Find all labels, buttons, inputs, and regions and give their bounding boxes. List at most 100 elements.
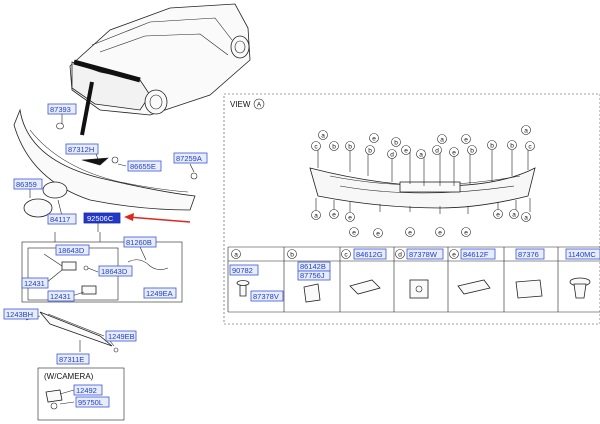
svg-text:12431: 12431 bbox=[24, 279, 45, 288]
svg-text:b: b bbox=[510, 143, 514, 150]
highlight-arrow bbox=[124, 213, 191, 223]
svg-text:e: e bbox=[452, 150, 456, 157]
svg-text:1249EB: 1249EB bbox=[108, 332, 135, 341]
svg-text:b: b bbox=[470, 148, 474, 155]
svg-text:e: e bbox=[464, 137, 468, 144]
svg-text:87259A: 87259A bbox=[176, 154, 202, 163]
callout-87311E[interactable]: 87311E bbox=[56, 353, 90, 365]
svg-text:e: e bbox=[496, 212, 500, 219]
svg-text:e: e bbox=[348, 215, 352, 222]
header-87376[interactable]: 87376 bbox=[515, 248, 545, 260]
svg-text:90782: 90782 bbox=[232, 266, 253, 275]
svg-text:e: e bbox=[452, 252, 456, 259]
callout-12431-lower[interactable]: 12431 bbox=[47, 290, 75, 302]
svg-text:b: b bbox=[490, 143, 494, 150]
svg-text:86359: 86359 bbox=[16, 180, 37, 189]
svg-text:a: a bbox=[524, 128, 528, 135]
svg-text:87393: 87393 bbox=[50, 105, 71, 114]
camera-group: (W/CAMERA) bbox=[37, 367, 125, 421]
svg-text:c: c bbox=[528, 144, 532, 151]
svg-text:e: e bbox=[404, 148, 408, 155]
svg-text:a: a bbox=[440, 137, 444, 144]
svg-text:a: a bbox=[234, 252, 238, 259]
svg-text:1140MC: 1140MC bbox=[568, 250, 596, 259]
svg-text:e: e bbox=[352, 230, 356, 237]
callout-18643D-lower[interactable]: 18643D bbox=[98, 265, 133, 277]
part-90782[interactable]: 90782 bbox=[229, 264, 259, 276]
callout-92506C[interactable]: 92506C bbox=[83, 212, 121, 224]
svg-text:87378W: 87378W bbox=[409, 250, 438, 259]
callout-87259A[interactable]: 87259A bbox=[173, 152, 208, 164]
svg-text:e: e bbox=[438, 230, 442, 237]
view-a-panel: VIEW A bbox=[223, 93, 600, 325]
wiring-assembly bbox=[21, 232, 183, 303]
lower-garnish bbox=[39, 311, 119, 353]
svg-text:87312H: 87312H bbox=[68, 145, 94, 154]
callout-95750L[interactable]: 95750L bbox=[75, 396, 110, 408]
svg-text:87378V: 87378V bbox=[253, 292, 279, 301]
view-label: VIEW bbox=[230, 100, 251, 109]
header-87378W[interactable]: 87378W bbox=[406, 248, 444, 260]
svg-text:1249EA: 1249EA bbox=[146, 289, 173, 298]
svg-text:87311E: 87311E bbox=[59, 355, 84, 364]
svg-text:92506C: 92506C bbox=[87, 214, 114, 223]
svg-text:84612F: 84612F bbox=[463, 250, 489, 259]
svg-text:84117: 84117 bbox=[50, 215, 70, 224]
callout-1243BH[interactable]: 1243BH bbox=[3, 308, 39, 320]
callout-84117[interactable]: 84117 bbox=[47, 213, 77, 225]
callout-87393[interactable]: 87393 bbox=[47, 103, 77, 115]
svg-text:a: a bbox=[314, 213, 318, 220]
svg-text:e: e bbox=[408, 230, 412, 237]
part-86142B[interactable]: 86142B bbox=[297, 261, 331, 272]
svg-text:a: a bbox=[512, 212, 516, 219]
callout-1249EA[interactable]: 1249EA bbox=[143, 287, 177, 299]
svg-text:e: e bbox=[372, 136, 376, 143]
part-87756J[interactable]: 87756J bbox=[297, 270, 331, 281]
svg-text:87756J: 87756J bbox=[300, 271, 325, 280]
callout-86655E[interactable]: 86655E bbox=[127, 160, 162, 172]
callout-18643D-upper[interactable]: 18643D bbox=[55, 244, 90, 256]
svg-text:e: e bbox=[376, 231, 380, 238]
svg-text:b: b bbox=[290, 252, 294, 259]
svg-text:c: c bbox=[344, 252, 348, 259]
tailgate-garnish bbox=[13, 108, 198, 218]
svg-text:81260B: 81260B bbox=[126, 238, 152, 247]
svg-text:d: d bbox=[390, 152, 394, 159]
callout-87312H[interactable]: 87312H bbox=[65, 143, 99, 155]
part-87378V[interactable]: 87378V bbox=[250, 290, 284, 302]
callout-86359[interactable]: 86359 bbox=[13, 178, 43, 190]
svg-text:86142B: 86142B bbox=[300, 262, 326, 271]
svg-text:86655E: 86655E bbox=[130, 162, 156, 171]
view-letter: A bbox=[257, 102, 262, 109]
view-a-bubbles-bottom: a e e e e e e e e a a bbox=[311, 209, 531, 238]
svg-text:87376: 87376 bbox=[518, 250, 539, 259]
svg-text:12492: 12492 bbox=[76, 386, 97, 395]
header-84612F[interactable]: 84612F bbox=[460, 248, 496, 260]
svg-text:b: b bbox=[368, 148, 372, 155]
callout-12431-upper[interactable]: 12431 bbox=[21, 277, 49, 289]
svg-text:a: a bbox=[321, 133, 325, 140]
svg-text:d: d bbox=[435, 148, 439, 155]
callout-1249EB[interactable]: 1249EB bbox=[105, 330, 137, 342]
header-84612G[interactable]: 84612G bbox=[353, 248, 387, 260]
svg-text:b: b bbox=[348, 144, 352, 151]
header-1140MC[interactable]: 1140MC bbox=[565, 248, 600, 260]
svg-text:b: b bbox=[394, 140, 398, 147]
svg-text:95750L: 95750L bbox=[78, 398, 103, 407]
svg-text:a: a bbox=[419, 152, 423, 159]
callout-12492[interactable]: 12492 bbox=[73, 384, 103, 396]
svg-text:d: d bbox=[398, 252, 402, 259]
svg-text:12431: 12431 bbox=[50, 292, 71, 301]
svg-text:1243BH: 1243BH bbox=[6, 310, 33, 319]
parts-table: a b c d e 84612G 87378W 84612F 87376 114… bbox=[227, 246, 600, 313]
svg-text:84612G: 84612G bbox=[356, 250, 383, 259]
svg-text:a: a bbox=[524, 215, 528, 222]
svg-text:b: b bbox=[332, 144, 336, 151]
car-illustration bbox=[69, 3, 251, 136]
svg-text:c: c bbox=[314, 144, 318, 151]
callout-81260B[interactable]: 81260B bbox=[123, 236, 157, 248]
svg-text:e: e bbox=[464, 230, 468, 237]
svg-text:e: e bbox=[332, 212, 336, 219]
